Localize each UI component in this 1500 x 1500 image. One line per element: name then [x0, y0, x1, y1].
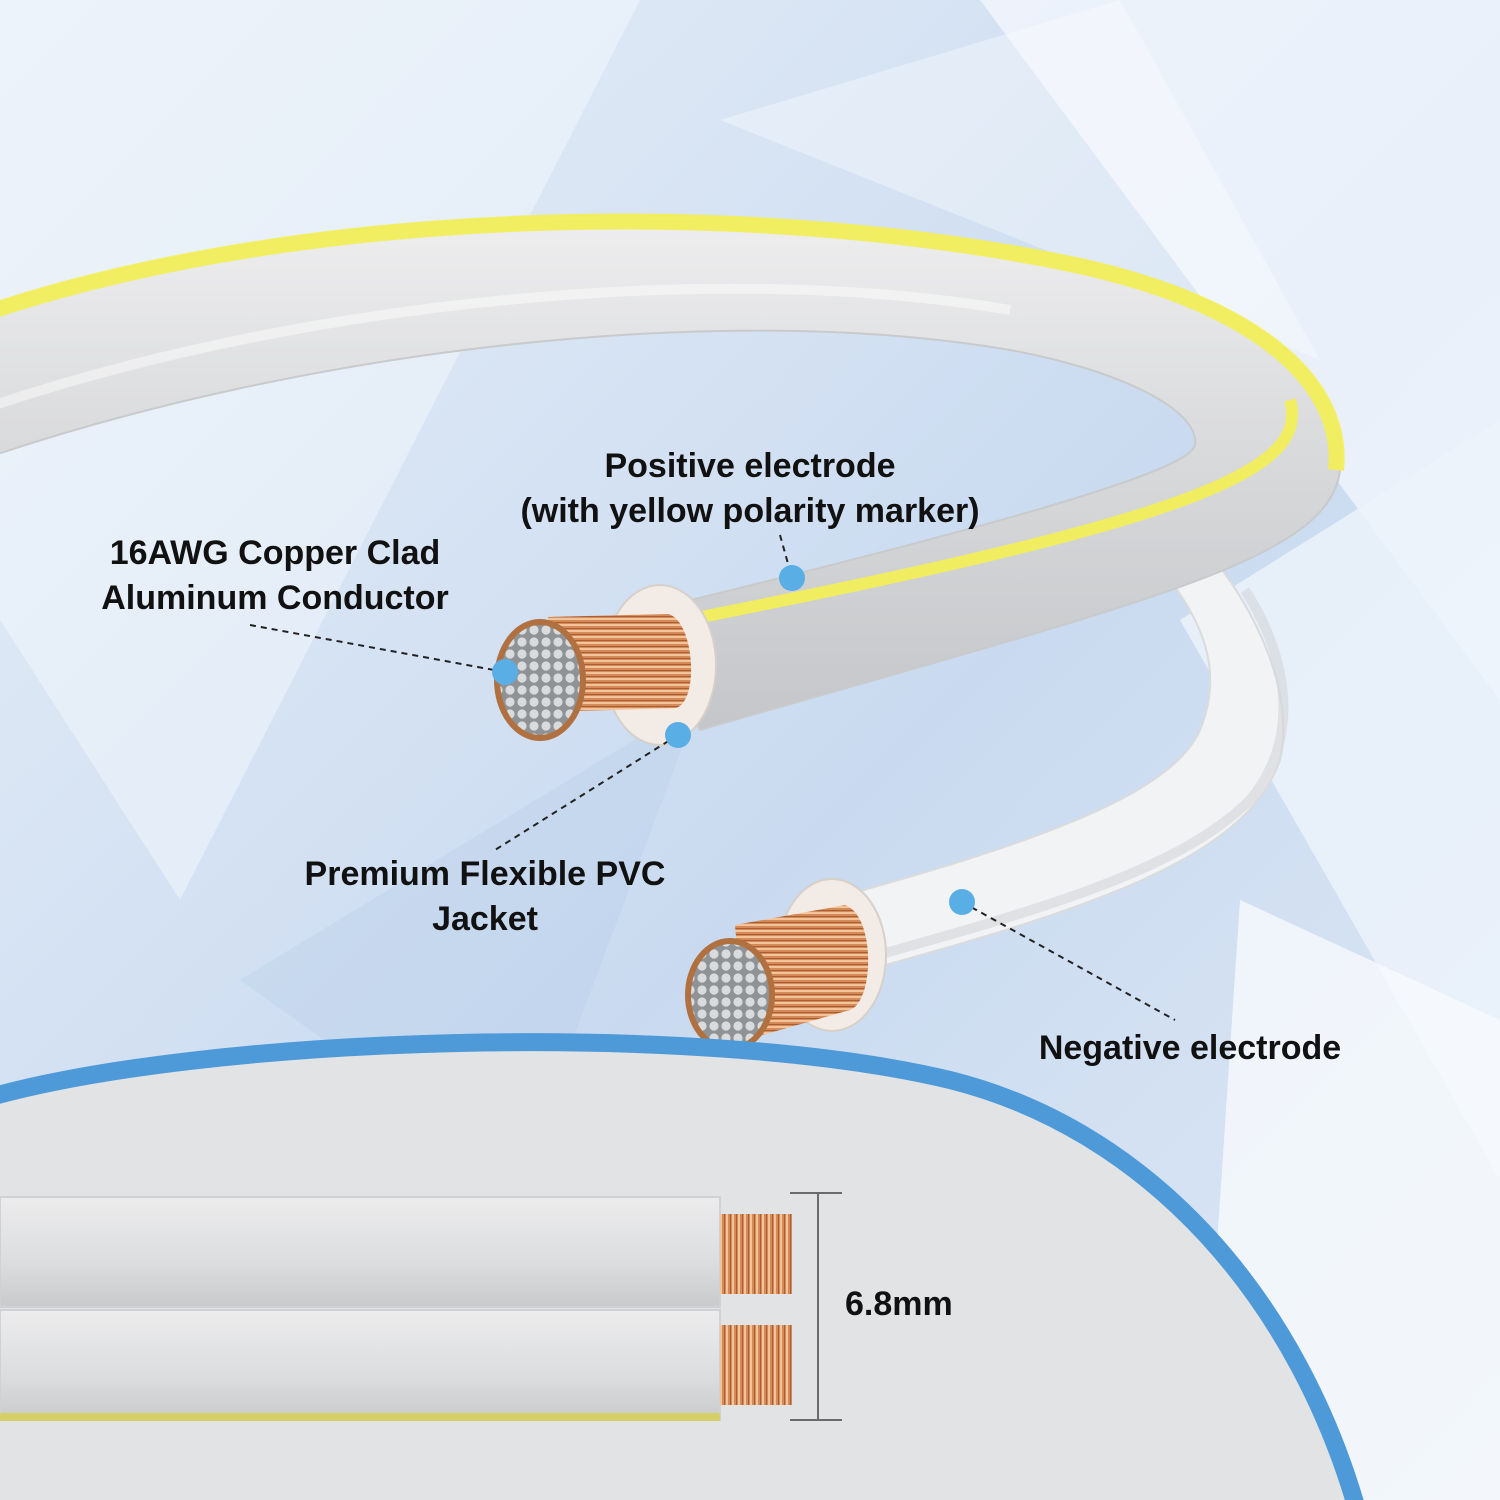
conductor-label: 16AWG Copper Clad Aluminum Conductor	[50, 531, 500, 621]
jacket-label: Premium Flexible PVC Jacket	[250, 852, 720, 942]
positive-electrode-line1: Positive electrode	[604, 447, 896, 485]
positive-electrode-label: Positive electrode (with yellow polarity…	[480, 444, 1020, 534]
callout-dot-jacket	[665, 722, 691, 748]
thickness-dimension-label: 6.8mm	[845, 1285, 953, 1323]
positive-electrode-line2: (with yellow polarity marker)	[520, 492, 980, 530]
conductor-line1: 16AWG Copper Clad	[109, 534, 441, 572]
callout-dot-positive	[779, 565, 805, 591]
callout-dot-conductor	[492, 659, 518, 685]
negative-electrode-label: Negative electrode	[1038, 1029, 1342, 1067]
jacket-line1: Premium Flexible PVC	[304, 855, 666, 893]
jacket-line2: Jacket	[432, 900, 538, 938]
callout-dot-negative	[949, 889, 975, 915]
conductor-line2: Aluminum Conductor	[101, 579, 449, 617]
